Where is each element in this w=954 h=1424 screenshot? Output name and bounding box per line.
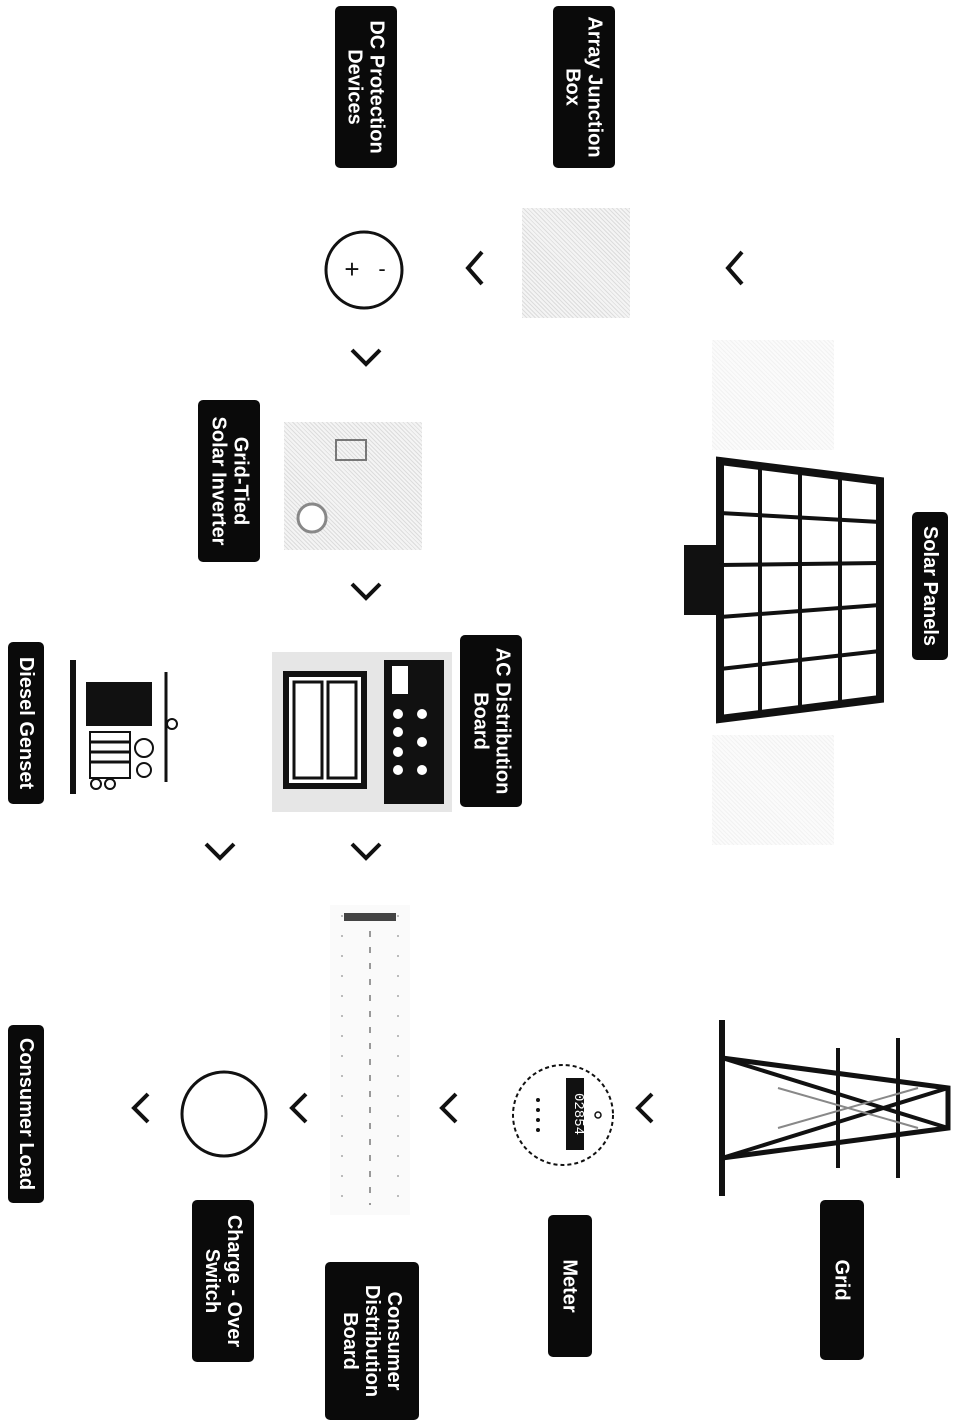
arrow-panels-to-junction <box>728 252 742 284</box>
arrow-junction-to-dc <box>468 252 482 284</box>
arrow-dc-to-inverter <box>352 350 380 364</box>
arrow-consumer-board-to-switch <box>292 1094 306 1122</box>
arrow-switch-to-load <box>134 1094 148 1122</box>
arrow-inverter-to-ac-board <box>352 584 380 598</box>
arrow-meter-to-consumer-board <box>442 1094 456 1122</box>
arrow-grid-to-meter <box>638 1094 652 1122</box>
arrow-genset-down <box>206 844 234 858</box>
arrow-ac-board-to-consumer-board <box>352 844 380 858</box>
